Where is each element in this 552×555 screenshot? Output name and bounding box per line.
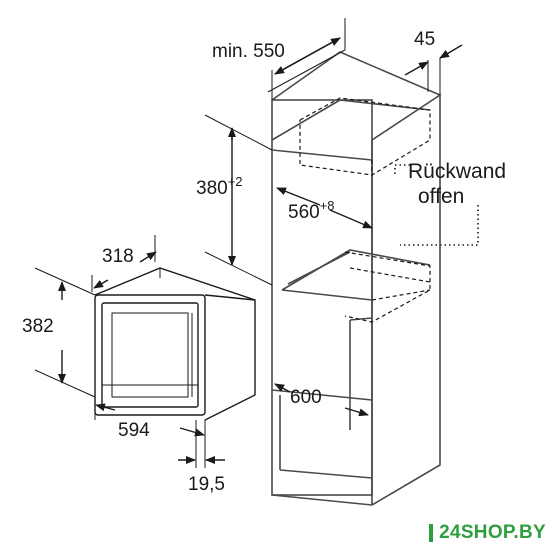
rear-wall-outline bbox=[299, 97, 431, 323]
label-niche-height: 380+2 bbox=[196, 174, 243, 199]
niche-height-value: 380 bbox=[196, 178, 228, 199]
tall-cabinet bbox=[271, 51, 442, 506]
dimension-lines bbox=[34, 18, 479, 468]
brand-watermark: 24SHOP.BY bbox=[429, 522, 546, 544]
niche-width-value: 560 bbox=[288, 202, 320, 223]
brand-bar-icon bbox=[429, 524, 434, 542]
niche-width-tolerance: +8 bbox=[320, 198, 335, 213]
label-appliance-width: 594 bbox=[118, 420, 150, 441]
label-appliance-height: 382 bbox=[22, 316, 54, 337]
built-in-appliance bbox=[94, 267, 256, 421]
note-rear-wall-line2: offen bbox=[418, 185, 464, 208]
brand-text: 24SHOP.BY bbox=[439, 522, 546, 543]
note-rear-wall-line1: Rückwand bbox=[408, 160, 506, 183]
label-cabinet-depth: min. 550 bbox=[212, 41, 285, 62]
label-niche-width: 560+8 bbox=[288, 198, 335, 223]
label-cabinet-inner-width: 600 bbox=[290, 387, 322, 408]
label-front-overhang: 19,5 bbox=[188, 474, 225, 495]
label-appliance-depth: 318 bbox=[102, 246, 134, 267]
label-panel-thickness: 45 bbox=[414, 29, 435, 50]
niche-height-tolerance: +2 bbox=[228, 174, 243, 189]
